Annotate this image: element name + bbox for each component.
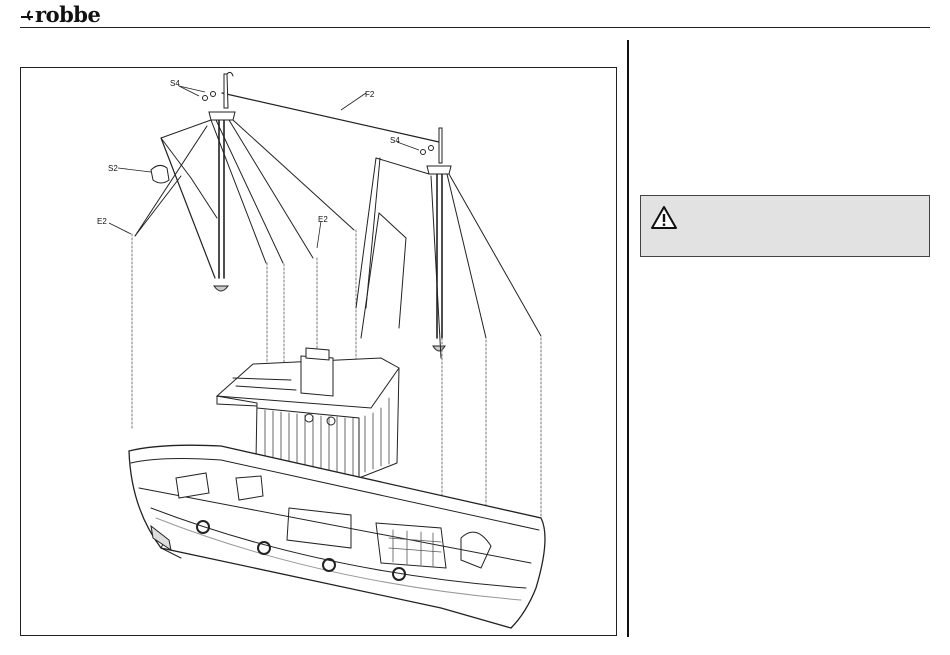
logo-text: robbe [35,4,100,26]
assembly-figure: S4 F2 S4 S2 E2 E2 [20,67,617,636]
header-rule [20,27,930,28]
logo-mark-icon [20,7,34,23]
label-s2: S2 [108,164,118,173]
label-s4-aft: S4 [390,136,400,145]
warning-triangle-icon [650,205,678,231]
label-f2: F2 [365,90,375,99]
label-s4-fore: S4 [170,79,180,88]
warning-box [640,195,930,257]
label-e2-mid: E2 [318,215,328,224]
column-divider [627,40,629,637]
boat-rigging-drawing: S4 F2 S4 S2 E2 E2 [21,68,618,637]
hull [129,445,545,628]
label-e2-left: E2 [97,217,107,226]
robbe-logo: robbe [20,4,100,26]
